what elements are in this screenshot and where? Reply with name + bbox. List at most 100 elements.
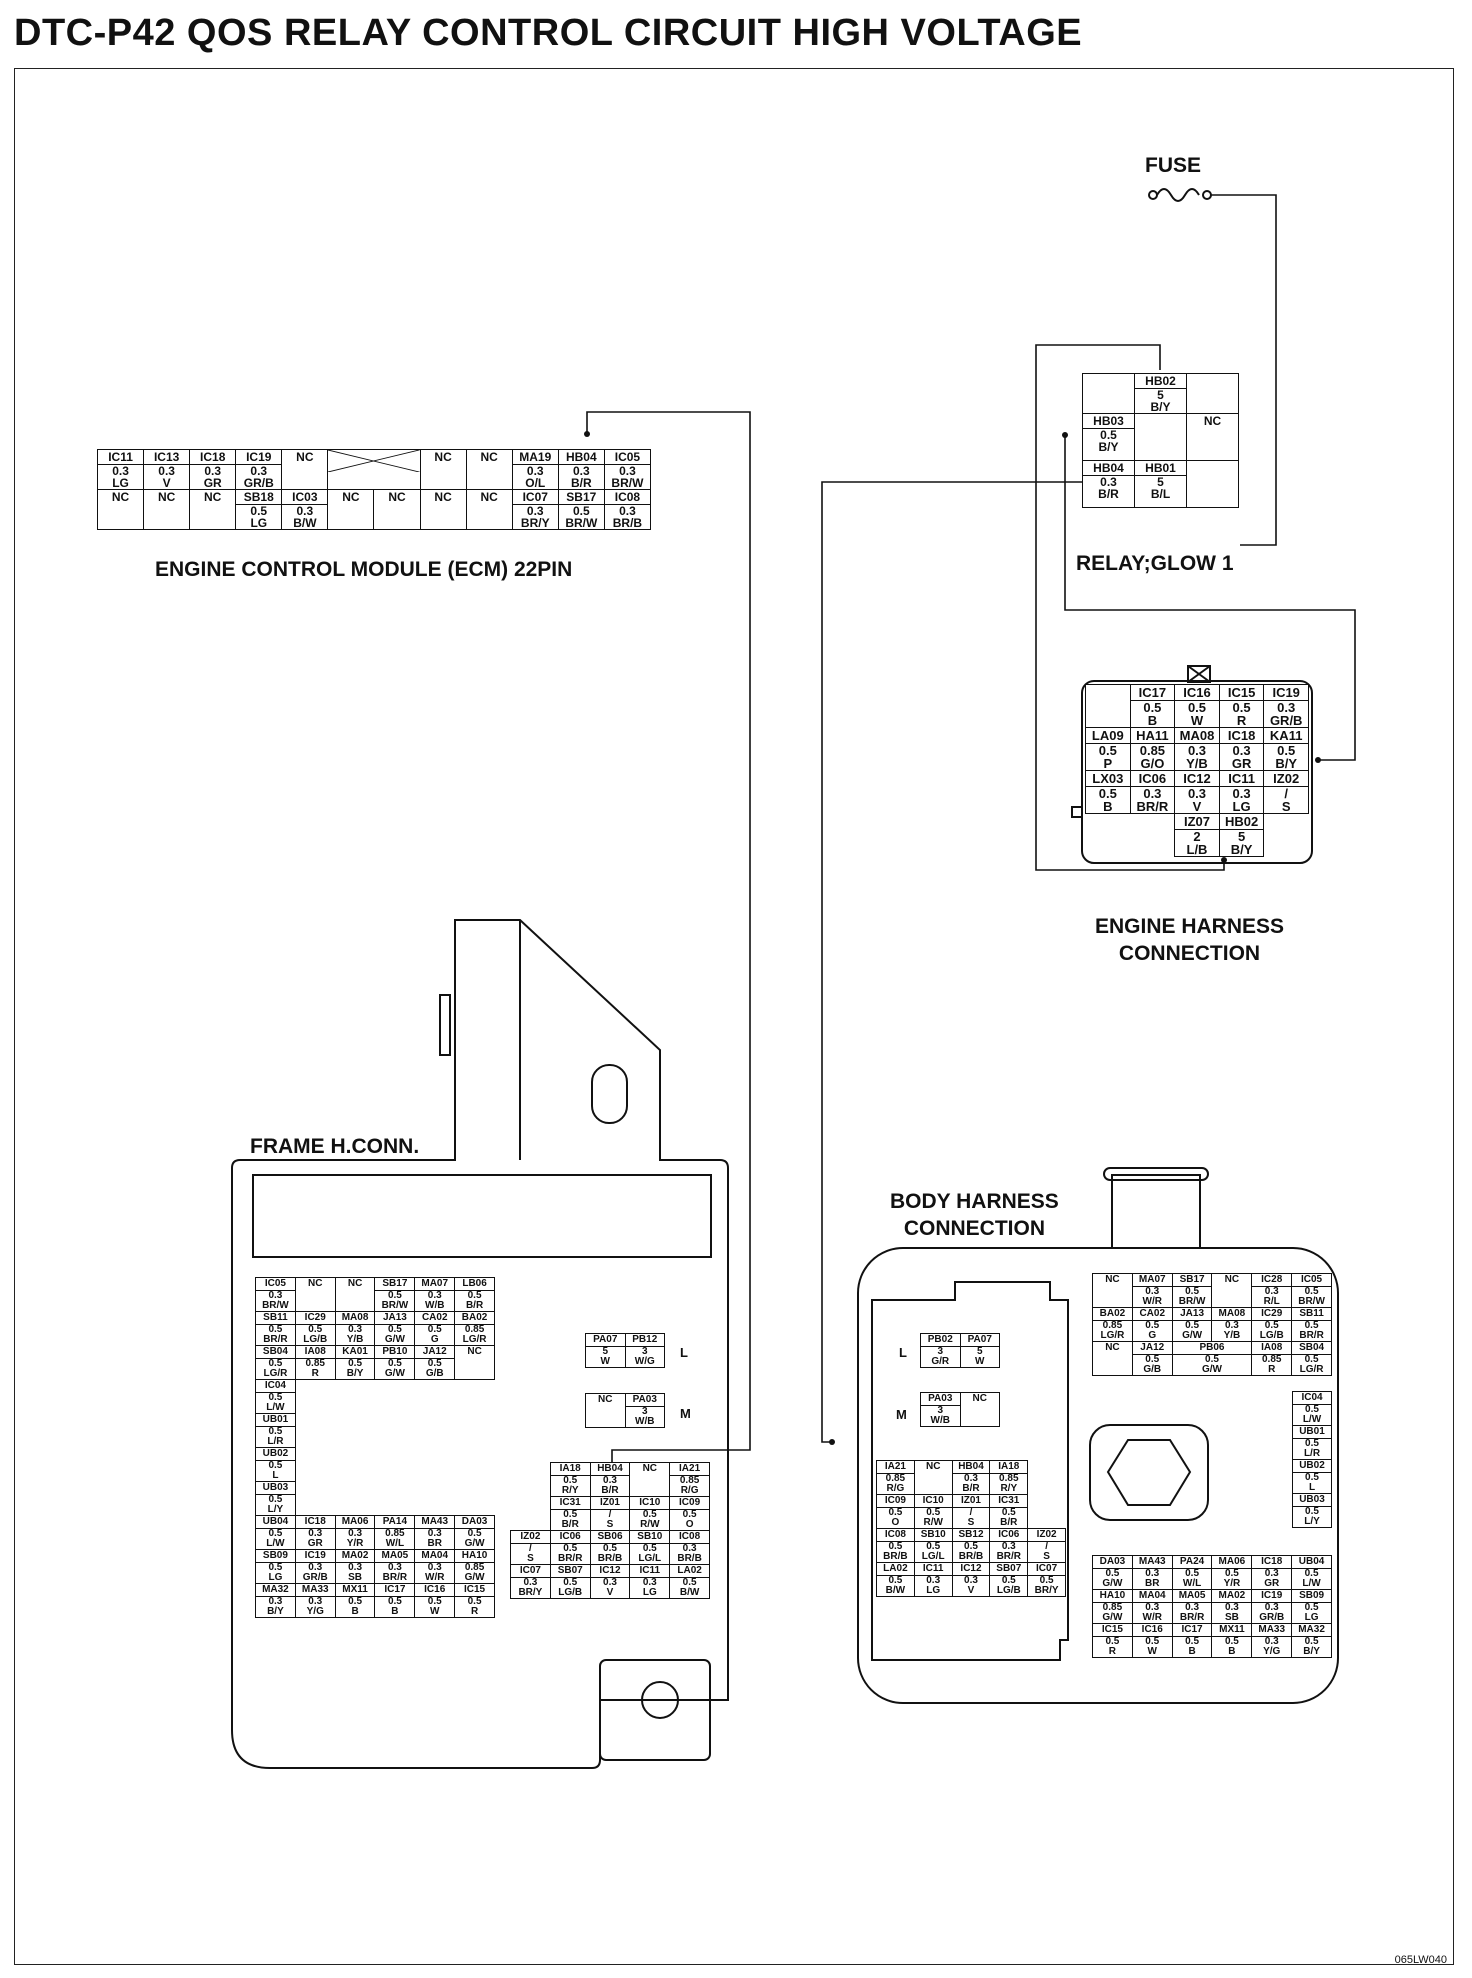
- wire-size: 0.3: [523, 1577, 538, 1588]
- wire-size: 0.3: [348, 1324, 363, 1335]
- wire-size: 0.5: [1305, 1438, 1319, 1449]
- wire-size: 0.5: [964, 1541, 978, 1552]
- pin-cell: IZ02/S: [1263, 770, 1309, 814]
- pin-code: MA32: [256, 1585, 295, 1597]
- pin-cell: NC: [465, 449, 513, 490]
- pin-code: NC: [342, 490, 360, 504]
- wire-size: 0.3: [308, 1562, 323, 1573]
- pin-code: IC31: [990, 1496, 1027, 1508]
- pin-cell: NC: [913, 1460, 953, 1495]
- wire-color: BR/W: [1178, 1296, 1206, 1307]
- wire-size: 0.5: [682, 1577, 697, 1588]
- wire-color: S: [606, 1519, 614, 1530]
- wire-size: 0.5: [387, 1596, 402, 1607]
- pin-code: NC: [434, 490, 452, 504]
- pin-code: HB04: [953, 1462, 989, 1474]
- pin-cell: [1085, 684, 1131, 728]
- wire-size: 0.5: [1145, 1636, 1160, 1647]
- pin-cell: [1028, 1461, 1066, 1495]
- pin-code: IC07: [1028, 1564, 1065, 1576]
- wire-size: 0.5: [268, 1426, 283, 1437]
- pin-code: SB12: [953, 1530, 989, 1542]
- wire-color: LG: [926, 1585, 941, 1596]
- wire-color: G/R: [931, 1356, 950, 1367]
- pin-code: NC: [308, 1278, 323, 1289]
- pin-code: PA07: [960, 1335, 999, 1347]
- wire-size: 0.5: [1185, 1568, 1200, 1579]
- wire-size: 5: [1157, 475, 1164, 489]
- wire-color: G/W: [1102, 1578, 1123, 1589]
- wire-size: 0.5: [1304, 1286, 1319, 1297]
- pin-code: SB11: [1292, 1309, 1331, 1321]
- pin-code: IC15: [1093, 1625, 1132, 1637]
- wire-size: 0.3: [1232, 743, 1251, 758]
- wire-size: 0.5: [467, 1596, 482, 1607]
- pin-cell: NC: [959, 1392, 1000, 1427]
- pin-code: IZ02: [511, 1532, 550, 1544]
- wire-size: 0.85: [464, 1324, 485, 1335]
- wire-size: 0.5: [1145, 1320, 1160, 1331]
- wire-color: Y/B: [346, 1334, 364, 1345]
- wire-color: BR/R: [382, 1572, 408, 1583]
- pin-code: IC07: [511, 1566, 550, 1578]
- pin-code: IC12: [953, 1564, 989, 1576]
- wire-color: V: [606, 1587, 614, 1598]
- wire-size: 0.5: [563, 1577, 578, 1588]
- wire-size: /: [608, 1509, 612, 1520]
- wire-size: 0.5: [888, 1575, 903, 1586]
- wire-size: 0.85: [464, 1562, 485, 1573]
- wire-color: LG/L: [638, 1553, 662, 1564]
- wire-color: BR/B: [677, 1553, 702, 1564]
- wire-size: 0.5: [1232, 700, 1251, 715]
- wire-size: 0.3: [1187, 786, 1207, 801]
- pin-code: JA13: [1173, 1309, 1211, 1321]
- wire-size: 0.85: [679, 1475, 700, 1486]
- wire-color: BR/W: [1298, 1296, 1325, 1307]
- pin-code: MA08: [1212, 1309, 1251, 1321]
- wire-size: 0.3: [1185, 1602, 1200, 1613]
- wire-color: LG/R: [1100, 1330, 1125, 1341]
- pin-code: IC13: [144, 451, 189, 465]
- wire-color: B/Y: [1275, 756, 1298, 771]
- wire-color: G/W: [384, 1368, 405, 1379]
- pin-code: MA08: [336, 1313, 374, 1325]
- pin-cell: [294, 1413, 495, 1448]
- wire-color: R/W: [640, 1519, 660, 1530]
- pin-code: IZ02: [1028, 1530, 1065, 1542]
- wire-size: 0.3: [603, 1577, 617, 1588]
- wire-color: O: [685, 1519, 694, 1530]
- pin-code: UB04: [256, 1517, 295, 1529]
- wire-size: 0.3: [308, 1528, 323, 1539]
- wire-size: 0.3: [682, 1543, 697, 1554]
- pin-code: UB02: [256, 1449, 295, 1461]
- wire-size: 0.5: [1305, 1506, 1319, 1517]
- pin-code: IC11: [630, 1566, 669, 1578]
- wire-size: 0.5: [467, 1290, 482, 1301]
- pin-code: HB02: [1220, 815, 1263, 830]
- wire-color: LG: [112, 476, 129, 490]
- frame-l-label: L: [680, 1345, 688, 1360]
- pin-code: KA01: [336, 1347, 374, 1359]
- wire-color: S: [527, 1553, 534, 1564]
